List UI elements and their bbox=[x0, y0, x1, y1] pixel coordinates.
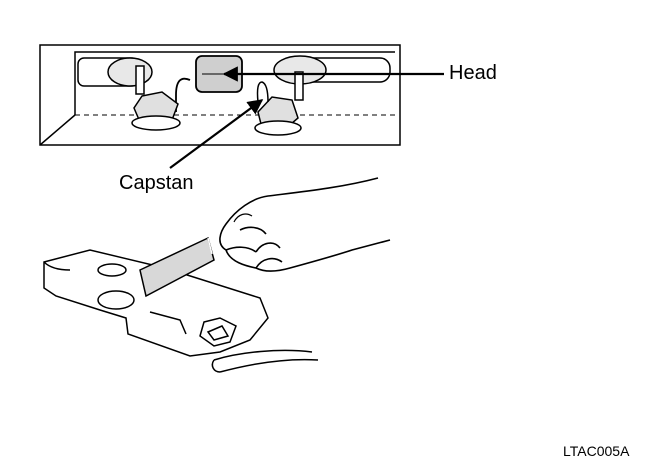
capstan-assembly bbox=[254, 81, 302, 136]
head-label: Head bbox=[449, 62, 497, 84]
capstan-label: Capstan bbox=[119, 172, 194, 194]
left-reel-hub bbox=[77, 57, 153, 95]
tape-head bbox=[175, 55, 243, 112]
cleaning-swab bbox=[139, 236, 215, 298]
thumb-detail bbox=[233, 213, 253, 223]
hand bbox=[219, 177, 391, 272]
right-reel-hub bbox=[273, 55, 391, 101]
left-pinch-roller bbox=[131, 91, 181, 131]
figure-code-label: LTAC005A bbox=[563, 443, 630, 459]
capstan-callout-arrow bbox=[169, 99, 264, 169]
tape-deck-compartment bbox=[39, 44, 401, 146]
